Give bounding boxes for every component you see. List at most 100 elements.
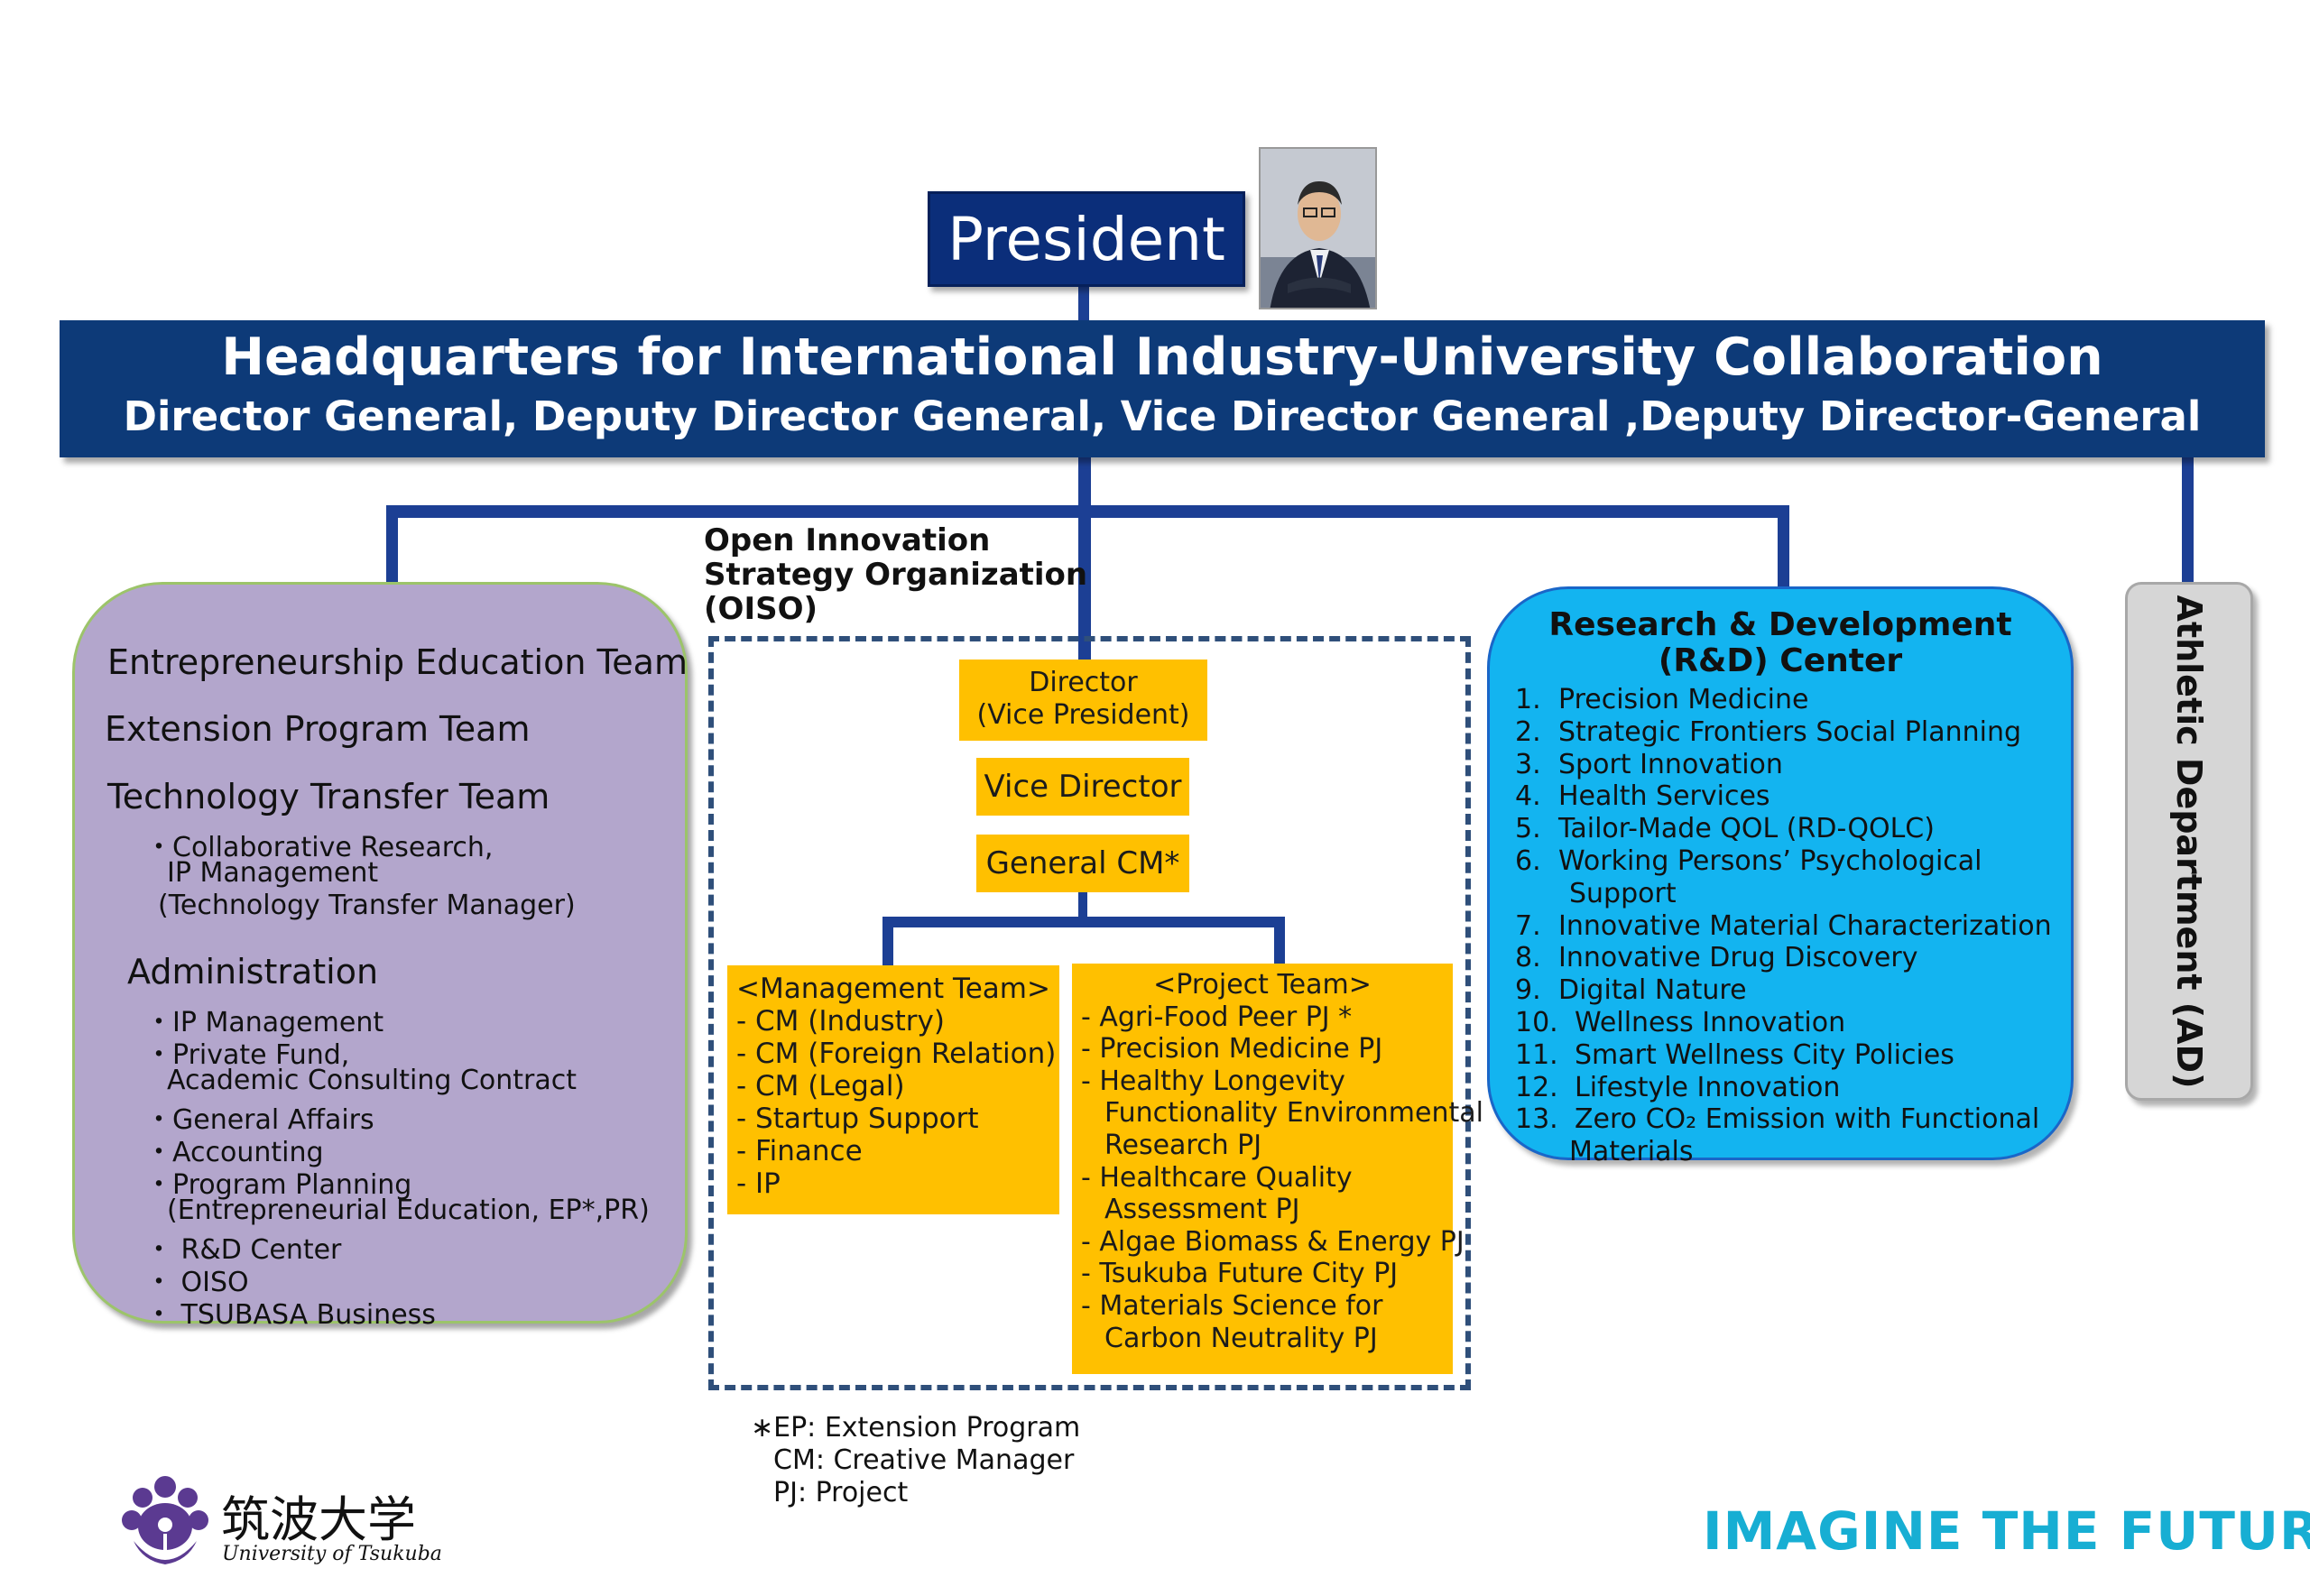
- rd-item-text: Innovative Drug Discovery: [1558, 942, 1918, 974]
- footnote-line: CM: Creative Manager: [773, 1444, 1075, 1476]
- rd-item-text: Zero CO₂ Emission with Functional: [1575, 1103, 2040, 1136]
- admin-item: ・Accounting: [145, 1137, 324, 1168]
- management-team-item: - Startup Support: [736, 1102, 979, 1135]
- rd-center-item: 9.Digital Nature: [1515, 974, 1747, 1006]
- director-line: Director: [1029, 667, 1138, 698]
- project-team-item: Carbon Neutrality PJ: [1104, 1322, 1378, 1354]
- rd-center-item: 7. Innovative Material Characterization: [1515, 910, 2052, 942]
- oiso-label-line: (OISO): [704, 591, 818, 627]
- management-team-box: <Management Team> - CM (Industry) - CM (…: [727, 965, 1059, 1214]
- rd-item-number: 2.: [1515, 715, 1541, 748]
- tech-transfer-item: (Technology Transfer Manager): [158, 890, 576, 921]
- rd-center-item: 11. Smart Wellness City Policies: [1515, 1039, 1954, 1071]
- rd-center-item: 4.Health Services: [1515, 780, 1770, 812]
- rd-center-title: Research & Development (R&D) Center: [1490, 607, 2071, 679]
- rd-item-text: Lifestyle Innovation: [1575, 1071, 1841, 1103]
- rd-title-line: (R&D) Center: [1658, 642, 1903, 679]
- connector-oiso-horizontal: [882, 917, 1285, 927]
- team-technology-transfer: Technology Transfer Team: [107, 777, 550, 816]
- admin-item: ・ TSUBASA Business: [145, 1299, 436, 1331]
- rd-item-text: Materials: [1569, 1136, 1694, 1168]
- tech-transfer-item: ・Collaborative Research,: [145, 832, 494, 863]
- project-team-item: - Healthy Longevity: [1081, 1065, 1345, 1097]
- tagline: IMAGINE THE FUTURE.: [1703, 1500, 2310, 1562]
- headquarters-banner: Headquarters for International Industry-…: [60, 320, 2265, 457]
- project-team-item: Research PJ: [1104, 1129, 1262, 1161]
- management-team-item: - Finance: [736, 1135, 863, 1167]
- rd-item-text: Working Persons’ Psychological: [1558, 845, 1982, 877]
- admin-item: ・General Affairs: [145, 1104, 374, 1136]
- footnote-line: PJ: Project: [773, 1477, 909, 1508]
- project-team-item: Assessment PJ: [1104, 1194, 1300, 1226]
- oiso-dashed-border: [708, 636, 1471, 1390]
- teams-administration-box: Entrepreneurship Education Team Extensio…: [72, 582, 688, 1331]
- rd-item-number: 12.: [1515, 1071, 1558, 1103]
- rd-item-text: Innovative Material Characterization: [1558, 909, 2052, 942]
- project-team-item: - Agri-Food Peer PJ *: [1081, 1001, 1353, 1033]
- director-box: Director (Vice President): [959, 660, 1207, 741]
- rd-center-item: 5. Tailor-Made QOL (RD-QOLC): [1515, 813, 1935, 844]
- rd-center-item: 6.Working Persons’ Psychological: [1515, 845, 1982, 877]
- management-team-item: - CM (Industry): [736, 1005, 945, 1038]
- rd-center-item: 12. Lifestyle Innovation: [1515, 1072, 1840, 1103]
- rd-item-number: 1.: [1515, 684, 1541, 715]
- admin-item: ・IP Management: [145, 1007, 384, 1038]
- rd-item-text: Tailor-Made QOL (RD-QOLC): [1558, 813, 1935, 845]
- tech-transfer-item: IP Management: [167, 857, 379, 889]
- rd-item-number: 13.: [1515, 1103, 1558, 1136]
- footnote-line: ∗EP: Extension Program: [751, 1412, 1081, 1444]
- rd-item-text: Strategic Frontiers Social Planning: [1558, 715, 2022, 748]
- connector-ad-drop: [2182, 456, 2194, 584]
- president-label: President: [947, 204, 1225, 274]
- connector-rd-drop: [1778, 505, 1789, 588]
- management-team-item: - IP: [736, 1167, 781, 1200]
- rd-item-text: Support: [1569, 877, 1677, 909]
- management-team-header: <Management Team>: [736, 973, 1050, 1005]
- connector-president-hq: [1078, 287, 1089, 323]
- general-cm-box: General CM*: [976, 835, 1189, 892]
- rd-item-text: Smart Wellness City Policies: [1575, 1038, 1954, 1071]
- rd-item-text: Sport Innovation: [1558, 748, 1783, 780]
- rd-center-item: Materials: [1515, 1136, 1694, 1167]
- project-team-item: - Precision Medicine PJ: [1081, 1033, 1383, 1066]
- oiso-label-line: Strategy Organization: [704, 557, 1088, 593]
- rd-item-text: Digital Nature: [1558, 974, 1747, 1007]
- athletic-department-box: Athletic Department (AD): [2125, 582, 2253, 1101]
- connector-hq-vertical: [1078, 456, 1091, 663]
- headquarters-subtitle: Director General, Deputy Director Genera…: [123, 392, 2202, 440]
- vice-director-box: Vice Director: [976, 758, 1189, 816]
- rd-item-number: 7.: [1515, 909, 1541, 942]
- rd-item-number: 5.: [1515, 813, 1541, 845]
- project-team-item: - Algae Biomass & Energy PJ: [1081, 1225, 1465, 1258]
- oiso-label-line: Open Innovation: [704, 522, 991, 558]
- rd-center-item: 10.Wellness Innovation: [1515, 1007, 1845, 1038]
- university-crest-icon: [116, 1471, 215, 1570]
- project-team-header: <Project Team>: [1153, 969, 1372, 1001]
- logo-english-text: University of Tsukuba: [222, 1543, 442, 1565]
- admin-item: ・Program Planning: [145, 1169, 412, 1201]
- headquarters-title: Headquarters for International Industry-…: [221, 328, 2103, 387]
- oiso-label: Open Innovation Strategy Organization (O…: [704, 523, 1087, 626]
- management-team-item: - CM (Legal): [736, 1070, 905, 1102]
- rd-center-item: 2. Strategic Frontiers Social Planning: [1515, 716, 2021, 748]
- rd-center-box: Research & Development (R&D) Center 1. Pr…: [1487, 586, 2074, 1167]
- connector-left-drop: [386, 505, 398, 585]
- rd-item-number: 11.: [1515, 1038, 1558, 1071]
- project-team-item: - Tsukuba Future City PJ: [1081, 1258, 1399, 1290]
- management-team-item: - CM (Foreign Relation): [736, 1038, 1057, 1070]
- admin-item: ・ R&D Center: [145, 1234, 342, 1266]
- project-team-box: <Project Team> - Agri-Food Peer PJ * - P…: [1072, 964, 1483, 1374]
- president-box: President: [928, 191, 1245, 287]
- rd-center-item: 1. Precision Medicine: [1515, 684, 1808, 715]
- project-team-item: - Healthcare Quality: [1081, 1161, 1353, 1194]
- rd-center-item: Support: [1515, 878, 1677, 909]
- rd-item-number: 4.: [1515, 780, 1541, 813]
- director-line: (Vice President): [976, 699, 1190, 731]
- rd-item-number: 3.: [1515, 748, 1541, 780]
- rd-item-number: 8.: [1515, 942, 1541, 974]
- team-extension-program: Extension Program Team: [105, 709, 531, 749]
- rd-item-text: Precision Medicine: [1558, 684, 1809, 715]
- project-team-item: Functionality Environmental: [1104, 1097, 1483, 1130]
- admin-item: ・Private Fund,: [145, 1039, 350, 1071]
- project-team-item: - Materials Science for: [1081, 1289, 1383, 1322]
